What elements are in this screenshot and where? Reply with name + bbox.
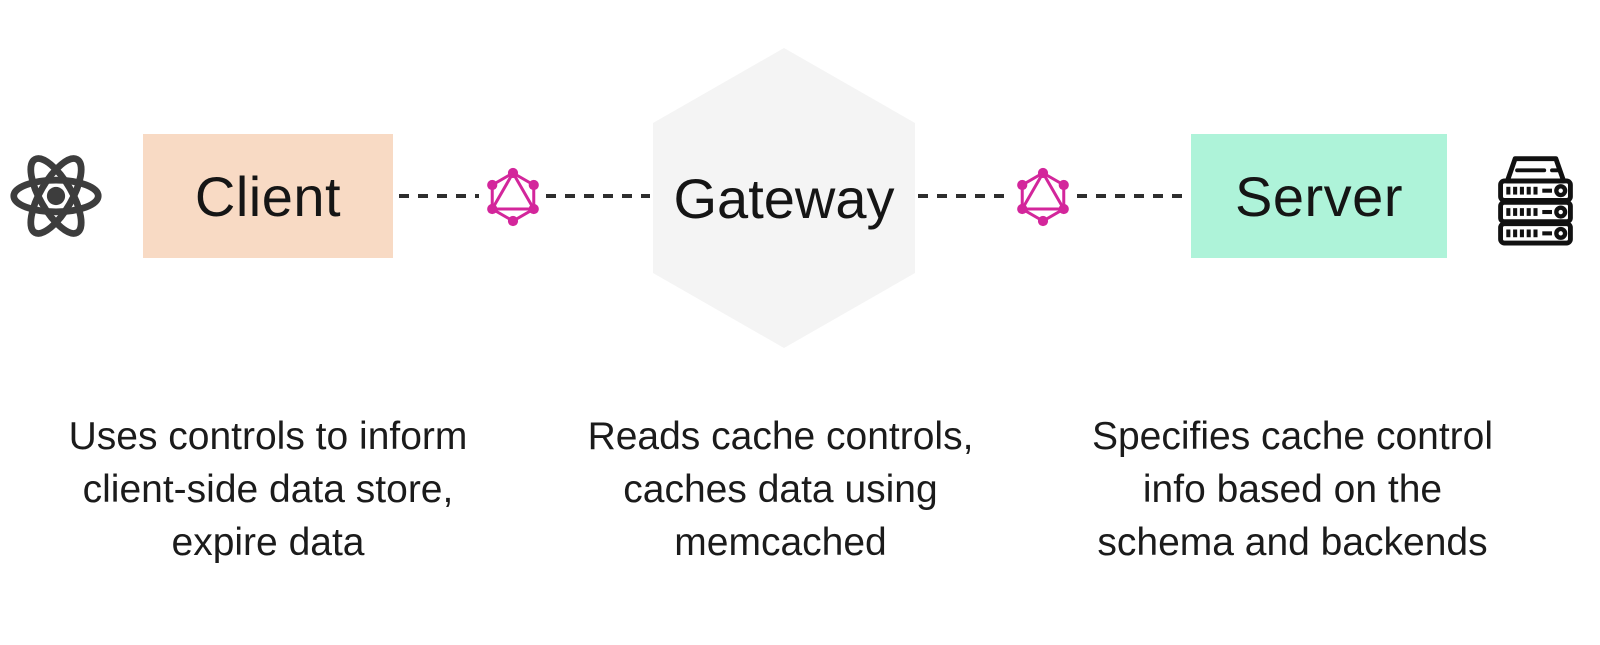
gateway-description-line: caches data using bbox=[623, 468, 938, 511]
server-node-label: Server bbox=[1235, 164, 1403, 228]
gateway-node: Gateway bbox=[653, 48, 915, 348]
react-icon bbox=[8, 148, 104, 244]
server-node: Server bbox=[1191, 134, 1447, 258]
gateway-description-line: Reads cache controls, bbox=[587, 415, 974, 458]
graphql-icon bbox=[1013, 167, 1073, 227]
connector-dash bbox=[918, 194, 1010, 198]
graphql-icon bbox=[483, 167, 543, 227]
gateway-description: Reads cache controls, caches data using … bbox=[553, 410, 1008, 569]
client-node: Client bbox=[143, 134, 393, 258]
client-description-line: client-side data store, bbox=[82, 468, 454, 511]
client-node-label: Client bbox=[194, 164, 342, 228]
gateway-node-label: Gateway bbox=[673, 166, 895, 230]
client-description: Uses controls to inform client-side data… bbox=[38, 410, 498, 569]
server-rack-icon bbox=[1487, 146, 1584, 247]
connector-dash bbox=[399, 194, 479, 198]
server-description-line: info based on the bbox=[1142, 468, 1443, 511]
client-description-line: expire data bbox=[171, 521, 365, 564]
gateway-description-line: memcached bbox=[674, 521, 887, 564]
server-description: Specifies cache control info based on th… bbox=[1060, 410, 1525, 569]
connector-dash bbox=[1077, 194, 1187, 198]
client-description-line: Uses controls to inform bbox=[68, 415, 468, 458]
server-description-line: schema and backends bbox=[1097, 521, 1488, 564]
server-description-line: Specifies cache control bbox=[1091, 415, 1494, 458]
connector-dash bbox=[546, 194, 650, 198]
